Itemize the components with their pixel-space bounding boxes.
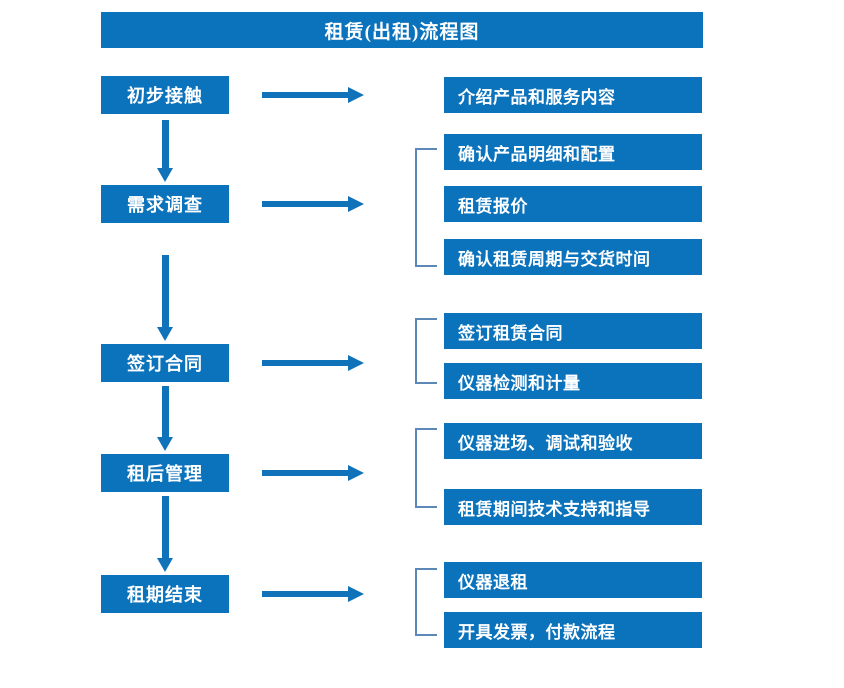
stage-box-5[interactable]: 租期结束 xyxy=(101,575,229,613)
group-bracket-4 xyxy=(415,568,437,636)
detail-box-9[interactable]: 仪器退租 xyxy=(444,562,702,598)
detail-box-2[interactable]: 确认产品明细和配置 xyxy=(444,134,702,170)
detail-box-4[interactable]: 确认租赁周期与交货时间 xyxy=(444,239,702,275)
stage-box-2[interactable]: 需求调查 xyxy=(101,185,229,223)
detail-box-6[interactable]: 仪器检测和计量 xyxy=(444,363,702,399)
horizontal-arrow-3 xyxy=(262,355,364,371)
stage-box-4[interactable]: 租后管理 xyxy=(101,454,229,492)
detail-box-8[interactable]: 租赁期间技术支持和指导 xyxy=(444,489,702,525)
detail-box-1[interactable]: 介绍产品和服务内容 xyxy=(444,77,702,113)
horizontal-arrow-1 xyxy=(262,87,364,103)
vertical-arrow-1 xyxy=(157,120,173,182)
horizontal-arrow-5 xyxy=(262,586,364,602)
group-bracket-2 xyxy=(415,318,437,384)
detail-box-5[interactable]: 签订租赁合同 xyxy=(444,313,702,349)
horizontal-arrow-2 xyxy=(262,196,364,212)
stage-box-1[interactable]: 初步接触 xyxy=(101,76,229,114)
detail-box-10[interactable]: 开具发票，付款流程 xyxy=(444,612,702,648)
group-bracket-3 xyxy=(415,428,437,508)
vertical-arrow-3 xyxy=(157,386,173,451)
vertical-arrow-2 xyxy=(157,255,173,341)
diagram-title: 租赁(出租)流程图 xyxy=(101,12,703,48)
vertical-arrow-4 xyxy=(157,496,173,572)
detail-box-3[interactable]: 租赁报价 xyxy=(444,186,702,222)
stage-box-3[interactable]: 签订合同 xyxy=(101,344,229,382)
detail-box-7[interactable]: 仪器进场、调试和验收 xyxy=(444,423,702,459)
horizontal-arrow-4 xyxy=(262,465,364,481)
group-bracket-1 xyxy=(415,148,437,267)
